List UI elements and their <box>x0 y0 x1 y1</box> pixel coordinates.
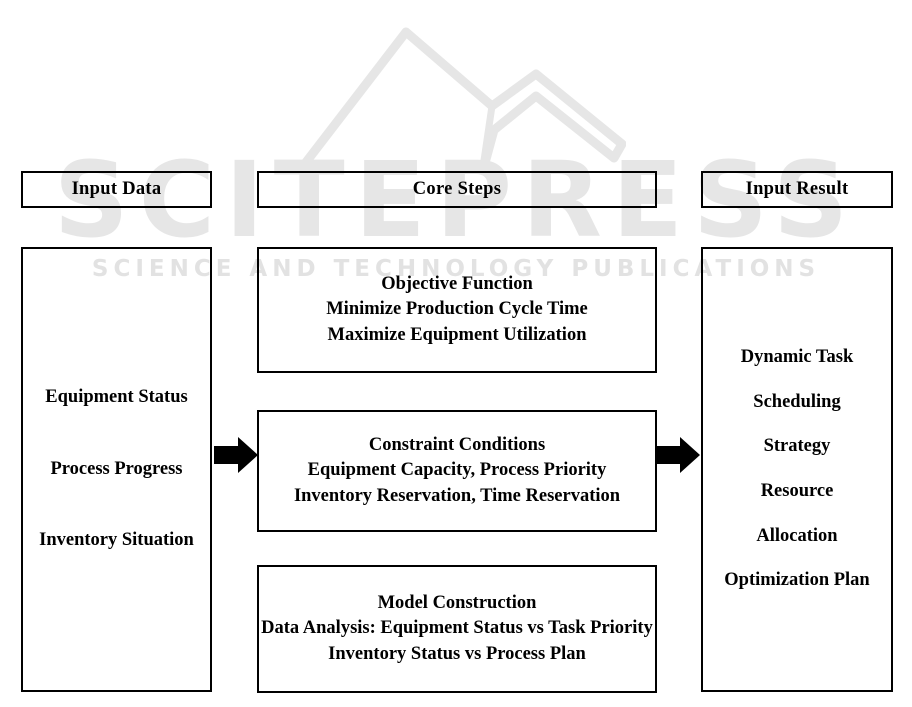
box-line: Inventory Reservation, Time Reservation <box>293 485 621 506</box>
result-list: Dynamic Task Scheduling Strategy Resourc… <box>703 345 891 593</box>
column-header-core-steps: Core Steps <box>257 171 657 208</box>
objective-function-box: Objective Function Minimize Production C… <box>257 247 657 373</box>
model-construction-box: Model Construction Data Analysis: Equipm… <box>257 565 657 693</box>
column-header-input-data: Input Data <box>21 171 212 208</box>
header-label: Input Result <box>745 178 849 199</box>
box-title: Objective Function <box>381 273 533 294</box>
arrow-right-icon <box>214 437 258 473</box>
list-item: Dynamic Task <box>740 347 854 368</box>
column-header-input-result: Input Result <box>701 171 893 208</box>
list-item: Inventory Situation <box>39 530 194 551</box>
box-line: Equipment Capacity, Process Priority <box>307 460 607 481</box>
input-result-box: Dynamic Task Scheduling Strategy Resourc… <box>701 247 893 692</box>
list-item: Resource <box>760 481 834 501</box>
arrow-right-icon <box>656 437 700 473</box>
box-title: Constraint Conditions <box>368 434 546 455</box>
list-item: Scheduling <box>753 391 841 412</box>
list-item: Optimization Plan <box>724 570 870 591</box>
box-title: Model Construction <box>377 592 537 613</box>
box-line: Minimize Production Cycle Time <box>326 299 588 320</box>
input-data-box: Equipment Status Process Progress Invent… <box>21 247 212 692</box>
box-line: Inventory Status vs Process Plan <box>328 643 586 664</box>
header-label: Input Data <box>71 178 162 199</box>
list-item: Strategy <box>763 436 831 457</box>
box-line: Data Analysis: Equipment Status vs Task … <box>261 618 653 639</box>
list-item: Process Progress <box>50 458 183 479</box>
header-label: Core Steps <box>412 178 502 199</box>
list-item: Equipment Status <box>45 387 188 408</box>
constraint-conditions-box: Constraint Conditions Equipment Capacity… <box>257 410 657 532</box>
list-item: Allocation <box>756 525 838 546</box>
box-line: Maximize Equipment Utilization <box>327 324 587 345</box>
input-data-list: Equipment Status Process Progress Invent… <box>23 385 210 554</box>
